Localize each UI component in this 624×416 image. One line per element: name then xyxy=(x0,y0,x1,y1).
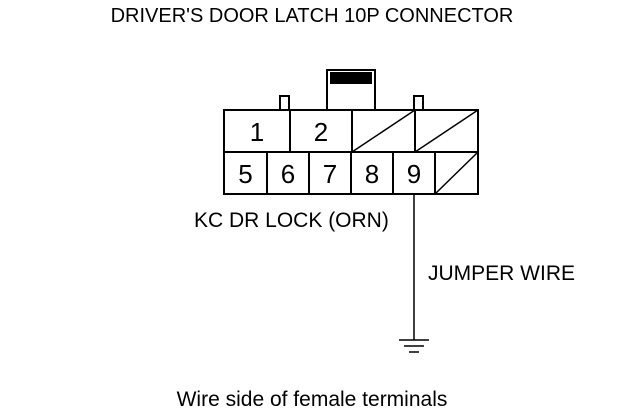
blank-cavity-10 xyxy=(434,151,479,195)
pin-label-6: 6 xyxy=(280,159,296,189)
pin-label-8: 8 xyxy=(364,159,380,189)
pin-label-9: 9 xyxy=(406,159,422,189)
diagram-caption: Wire side of female terminals xyxy=(176,388,448,411)
connector-key-right xyxy=(413,95,424,111)
pin-label-7: 7 xyxy=(322,159,338,189)
pin-label-5: 5 xyxy=(238,159,253,189)
pin-label-2: 2 xyxy=(313,117,329,147)
pin-label-1: 1 xyxy=(249,117,265,147)
ground-icon xyxy=(399,339,429,353)
connector-lock-bar xyxy=(330,72,372,84)
connector-key-left xyxy=(279,95,290,111)
blank-cavity-3 xyxy=(351,109,416,153)
jumper-wire-label: JUMPER WIRE xyxy=(428,262,575,285)
blank-cavity-4 xyxy=(414,109,479,153)
wire-label: KC DR LOCK (ORN) xyxy=(194,209,389,232)
diagram-title: DRIVER'S DOOR LATCH 10P CONNECTOR xyxy=(110,5,514,27)
